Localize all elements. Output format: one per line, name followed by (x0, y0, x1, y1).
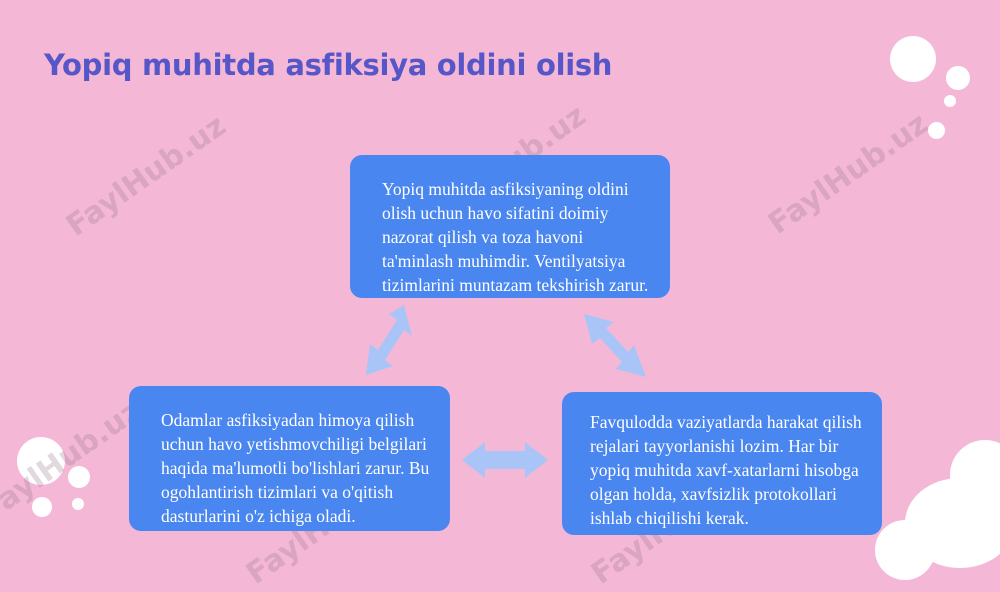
page-title: Yopiq muhitda asfiksiya oldini olish (44, 48, 613, 82)
double-arrow-left (366, 305, 646, 478)
info-box-left-text: Odamlar asfiksiyadan himoya qilish uchun… (161, 410, 430, 526)
decor-circle (17, 437, 65, 485)
double-arrow-right-shape (584, 314, 646, 377)
decor-circle (890, 36, 936, 82)
decor-circle (928, 122, 945, 139)
decor-circle (72, 498, 84, 510)
info-box-left: Odamlar asfiksiyadan himoya qilish uchun… (129, 386, 450, 531)
info-box-right-text: Favqulodda vaziyatlarda harakat qilish r… (590, 412, 862, 528)
double-arrow-left-shape (366, 305, 412, 375)
decor-cloud (950, 440, 1000, 510)
info-box-top-text: Yopiq muhitda asfiksiyaning oldini olish… (382, 179, 649, 295)
decor-circle (68, 466, 90, 488)
double-arrow-horizontal-shape (462, 442, 548, 478)
decor-circle (944, 95, 956, 107)
decor-circle (946, 66, 970, 90)
info-box-right: Favqulodda vaziyatlarda harakat qilish r… (562, 392, 882, 535)
info-box-top: Yopiq muhitda asfiksiyaning oldini olish… (350, 155, 670, 298)
decor-circle (32, 497, 52, 517)
